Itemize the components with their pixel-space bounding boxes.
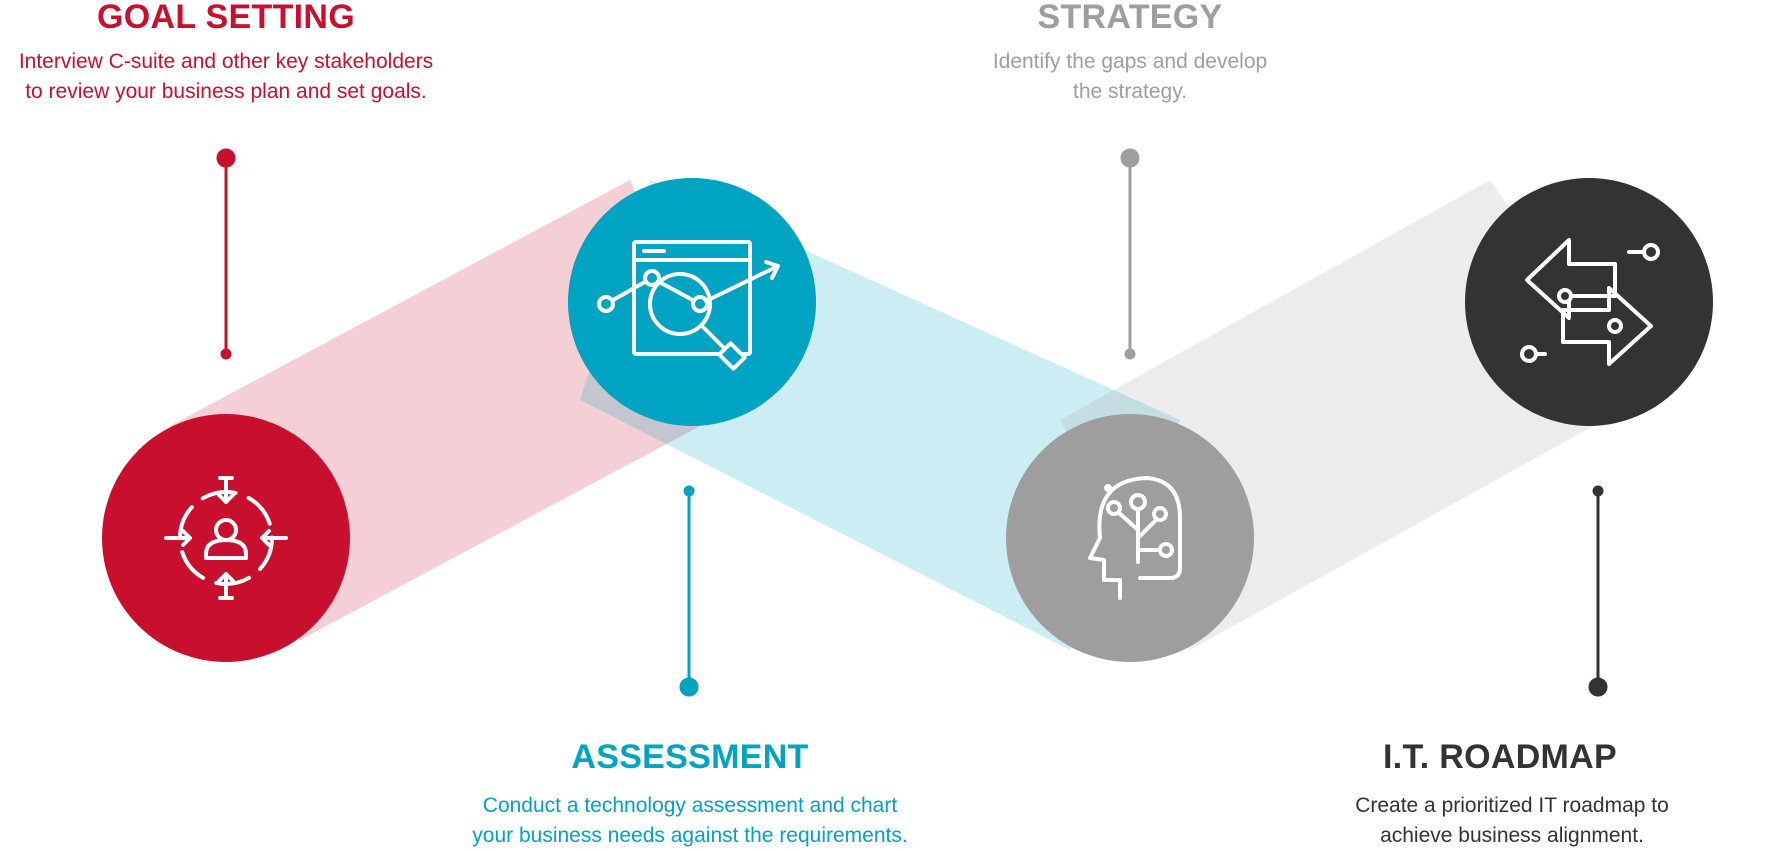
- it-roadmap-title: I.T. ROADMAP: [1382, 738, 1618, 776]
- exchange-arrows-icon: [1520, 238, 1660, 366]
- head-circuit-icon: [1088, 476, 1182, 600]
- strategy-description: Identify the gaps and develop the strate…: [870, 47, 1390, 107]
- chart-analysis-icon: [597, 240, 780, 371]
- goal-setting-description-line: Interview C-suite and other key stakehol…: [18, 50, 434, 73]
- pin-goal-setting: [216, 148, 236, 360]
- goal-setting-title: GOAL SETTING: [97, 0, 355, 36]
- pin-assessment: [679, 485, 699, 697]
- assessment-description-line: your business needs against the requirem…: [472, 824, 908, 847]
- strategy-title: STRATEGY: [1037, 0, 1223, 36]
- goal-setting-description: Interview C-suite and other key stakehol…: [0, 47, 486, 107]
- it-roadmap-description-line: achieve business alignment.: [1380, 824, 1644, 847]
- assessment-title: ASSESSMENT: [571, 738, 809, 776]
- circle-strategy: [1006, 414, 1254, 662]
- goal-setting-description-line: to review your business plan and set goa…: [25, 80, 427, 103]
- circle-it-roadmap: [1465, 178, 1713, 426]
- assessment-description-line: Conduct a technology assessment and char…: [482, 794, 898, 817]
- pin-it-roadmap: [1588, 485, 1608, 697]
- strategy-description-line: the strategy.: [1072, 80, 1187, 103]
- strategy-description-line: Identify the gaps and develop: [992, 50, 1268, 73]
- assessment-description: Conduct a technology assessment and char…: [430, 791, 950, 851]
- pin-strategy: [1120, 148, 1140, 360]
- target-person-icon: [164, 476, 288, 600]
- it-roadmap-description-line: Create a prioritized IT roadmap to: [1355, 794, 1669, 817]
- it-roadmap-description: Create a prioritized IT roadmap to achie…: [1252, 791, 1772, 851]
